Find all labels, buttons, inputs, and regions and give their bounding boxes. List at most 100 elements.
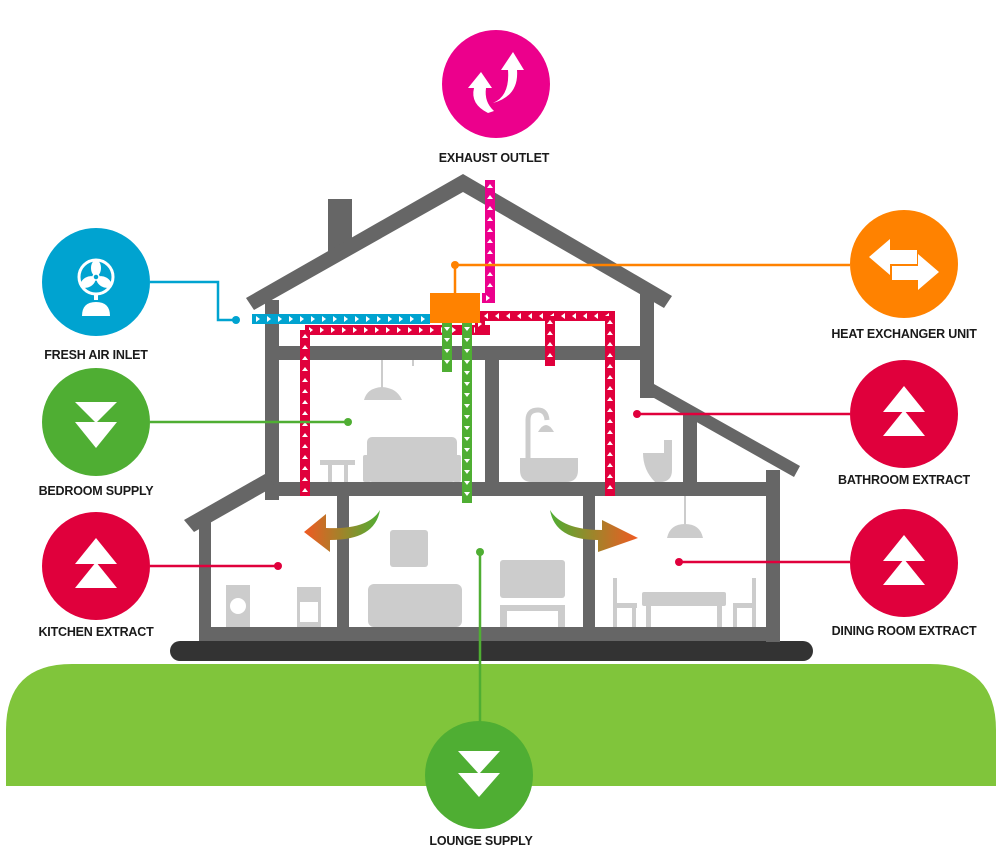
- duct-flow-arrow: [495, 313, 499, 319]
- duct-flow-arrow: [607, 441, 613, 445]
- bathtub: [520, 458, 578, 482]
- airflow-arrow-left: [304, 510, 380, 552]
- duct-flow-arrow: [397, 327, 401, 333]
- dining-table: [642, 592, 726, 606]
- duct-flow-arrow: [487, 217, 493, 221]
- lower-interior-wall-1: [337, 490, 349, 635]
- lounge-supply-duct: [462, 323, 472, 503]
- duct-flow-arrow: [607, 474, 613, 478]
- bedroom-sofa: [367, 437, 457, 482]
- duct-flow-arrow: [547, 342, 553, 346]
- duct-flow-arrow: [464, 415, 470, 419]
- duct-flow-arrow: [302, 389, 308, 393]
- dining-room-extract-label: DINING ROOM EXTRACT: [832, 624, 977, 638]
- duct-flow-arrow: [386, 327, 390, 333]
- dining-lamp-cord: [684, 498, 686, 524]
- duct-flow-arrow: [607, 430, 613, 434]
- duct-flow-arrow: [300, 316, 304, 322]
- duct-flow-arrow: [607, 353, 613, 357]
- duct-flow-arrow: [302, 345, 308, 349]
- duct-flow-arrow: [607, 375, 613, 379]
- lounge-supply-node[interactable]: LOUNGE SUPPLY: [425, 721, 534, 848]
- duct-flow-arrow: [607, 364, 613, 368]
- shower: [525, 407, 550, 458]
- dining-extract-duct: [605, 316, 615, 496]
- dining-chair-left: [613, 578, 617, 627]
- lounge-sofa: [368, 584, 462, 627]
- duct-flow-arrow: [547, 320, 553, 324]
- duct-flow-arrow: [302, 334, 308, 338]
- lounge-tv: [500, 560, 565, 598]
- connectors: [150, 261, 850, 722]
- duct-flow-arrow: [487, 272, 493, 276]
- duct-flow-arrow: [607, 342, 613, 346]
- duct-flow-arrow: [464, 481, 470, 485]
- dining-chair-right: [752, 578, 756, 627]
- lounge-supply-label: LOUNGE SUPPLY: [429, 834, 533, 848]
- bathroom-extract-label: BATHROOM EXTRACT: [838, 473, 971, 487]
- fresh-air-connector: [150, 280, 236, 322]
- bathroom-extract-duct: [545, 316, 555, 366]
- duct-flow-arrow: [547, 353, 553, 357]
- lower-left-roof: [184, 474, 275, 532]
- ground: [6, 664, 996, 786]
- duct-flow-arrow: [419, 327, 423, 333]
- bedroom-sofa-arm-r: [453, 455, 461, 482]
- duct-flow-arrow: [464, 492, 470, 496]
- duct-flow-arrow: [302, 411, 308, 415]
- duct-flow-arrow: [506, 313, 510, 319]
- kitchen-extract-node[interactable]: KITCHEN EXTRACT: [38, 512, 154, 639]
- lower-left-wall: [199, 515, 211, 640]
- duct-flow-arrow: [607, 331, 613, 335]
- duct-flow-arrow: [464, 349, 470, 353]
- duct-flow-arrow: [333, 316, 337, 322]
- duct-flow-arrow: [464, 459, 470, 463]
- duct-flow-arrow: [607, 452, 613, 456]
- duct-flow-arrow: [353, 327, 357, 333]
- bathroom-extract-node[interactable]: BATHROOM EXTRACT: [838, 360, 971, 487]
- duct-flow-arrow: [421, 316, 425, 322]
- duct-flow-arrow: [311, 316, 315, 322]
- duct-flow-arrow: [344, 316, 348, 322]
- annex-wall: [683, 415, 697, 495]
- double-up-arrow-icon: [883, 535, 925, 585]
- duct-flow-arrow: [464, 393, 470, 397]
- duct-flow-arrow: [572, 313, 576, 319]
- bedroom-table-top: [320, 460, 355, 465]
- lounge-picture: [390, 530, 428, 567]
- duct-flow-arrow: [464, 360, 470, 364]
- upper-interior-wall: [485, 346, 499, 496]
- duct-flow-arrow: [452, 327, 456, 333]
- double-down-arrow-icon: [75, 402, 117, 448]
- duct-flow-arrow: [464, 371, 470, 375]
- duct-flow-arrow: [302, 400, 308, 404]
- duct-flow-arrow: [464, 382, 470, 386]
- swap-arrows-icon: [869, 239, 939, 290]
- duct-flow-arrow: [399, 316, 403, 322]
- heat-exchanger-label: HEAT EXCHANGER UNIT: [831, 327, 977, 341]
- duct-flow-arrow: [444, 338, 450, 342]
- upper-right-wall: [640, 290, 654, 390]
- duct-flow-arrow: [547, 331, 553, 335]
- extract-duct-join: [475, 318, 485, 334]
- bedroom-supply-node[interactable]: BEDROOM SUPPLY: [39, 368, 155, 498]
- heat-exchanger-unit-node[interactable]: HEAT EXCHANGER UNIT: [831, 210, 977, 341]
- dining-room-extract-node[interactable]: DINING ROOM EXTRACT: [832, 509, 977, 638]
- duct-flow-arrow: [377, 316, 381, 322]
- duct-flow-arrow: [408, 327, 412, 333]
- exhaust-outlet-node[interactable]: EXHAUST OUTLET: [439, 30, 550, 165]
- fresh-air-duct: [252, 314, 430, 324]
- bedroom-supply-label: BEDROOM SUPPLY: [39, 484, 155, 498]
- duct-flow-arrow: [464, 437, 470, 441]
- duct-flow-arrow: [302, 422, 308, 426]
- duct-flow-arrow: [410, 316, 414, 322]
- duct-flow-arrow: [464, 404, 470, 408]
- main-roof: [246, 174, 672, 310]
- duct-flow-arrow: [487, 184, 493, 188]
- duct-flow-arrow: [464, 448, 470, 452]
- duct-flow-arrow: [487, 250, 493, 254]
- fresh-air-inlet-node[interactable]: FRESH AIR INLET: [42, 228, 150, 362]
- duct-flow-arrow: [302, 378, 308, 382]
- furniture: [226, 360, 756, 627]
